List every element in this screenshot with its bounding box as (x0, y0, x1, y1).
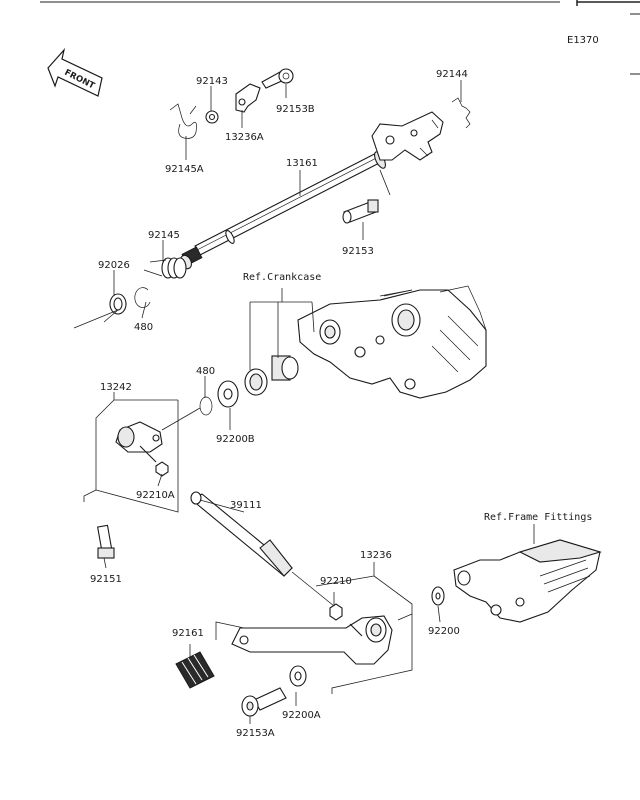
label-92161: 92161 (172, 628, 204, 639)
label-92200b: 92200B (216, 434, 255, 445)
oil-seal-92026 (109, 293, 127, 315)
ref-crankcase: Ref.Crankcase (243, 272, 321, 283)
shift-shaft-13161 (179, 111, 444, 270)
washer-92200a (289, 665, 307, 687)
bolt-92153 (342, 199, 379, 224)
frame-fitting-bracket (453, 539, 602, 623)
nut-92210a (155, 461, 169, 477)
label-480-upper: 480 (134, 322, 153, 333)
leader-lines (73, 80, 535, 724)
label-39111: 39111 (230, 500, 262, 511)
washer-92143 (205, 110, 219, 124)
tie-rod-39111 (190, 491, 293, 577)
label-92210: 92210 (320, 576, 352, 587)
ref-frame-fittings: Ref.Frame Fittings (484, 512, 592, 523)
circlip-480-lower (199, 396, 213, 416)
label-13161: 13161 (286, 158, 318, 169)
label-92153a: 92153A (236, 728, 275, 739)
bearing (271, 355, 299, 381)
bolt-92153b (261, 68, 294, 89)
label-13236a: 13236A (225, 132, 264, 143)
label-92210a: 92210A (136, 490, 175, 501)
spring-92144 (451, 97, 471, 129)
oil-seal (244, 368, 268, 396)
pedal-rubber-92161 (175, 651, 215, 689)
washer-92200b (217, 380, 239, 408)
shift-pedal-13236 (231, 615, 393, 665)
diagram-code: E1370 (567, 35, 599, 46)
label-13242: 13242 (100, 382, 132, 393)
crankcase (297, 285, 487, 399)
label-92151: 92151 (90, 574, 122, 585)
lever-13236a (235, 83, 261, 113)
page-border (40, 0, 640, 75)
bolt-92151 (97, 524, 115, 559)
label-92143: 92143 (196, 76, 228, 87)
circlip-480-upper (134, 287, 151, 308)
label-92145: 92145 (148, 230, 180, 241)
label-92200: 92200 (428, 626, 460, 637)
label-92200a: 92200A (282, 710, 321, 721)
nut-92210 (329, 603, 343, 621)
shift-arm-13242 (115, 421, 163, 463)
spring-92145 (143, 257, 187, 279)
label-92144: 92144 (436, 69, 468, 80)
bolt-92153a (241, 687, 287, 717)
washer-92200 (431, 586, 445, 606)
label-92153b: 92153B (276, 104, 315, 115)
label-92145a: 92145A (165, 164, 204, 175)
label-92026: 92026 (98, 260, 130, 271)
spring-92145a (169, 103, 197, 139)
label-92153: 92153 (342, 246, 374, 257)
label-480-lower: 480 (196, 366, 215, 377)
label-13236: 13236 (360, 550, 392, 561)
front-arrow-icon: FRONT (47, 47, 103, 97)
